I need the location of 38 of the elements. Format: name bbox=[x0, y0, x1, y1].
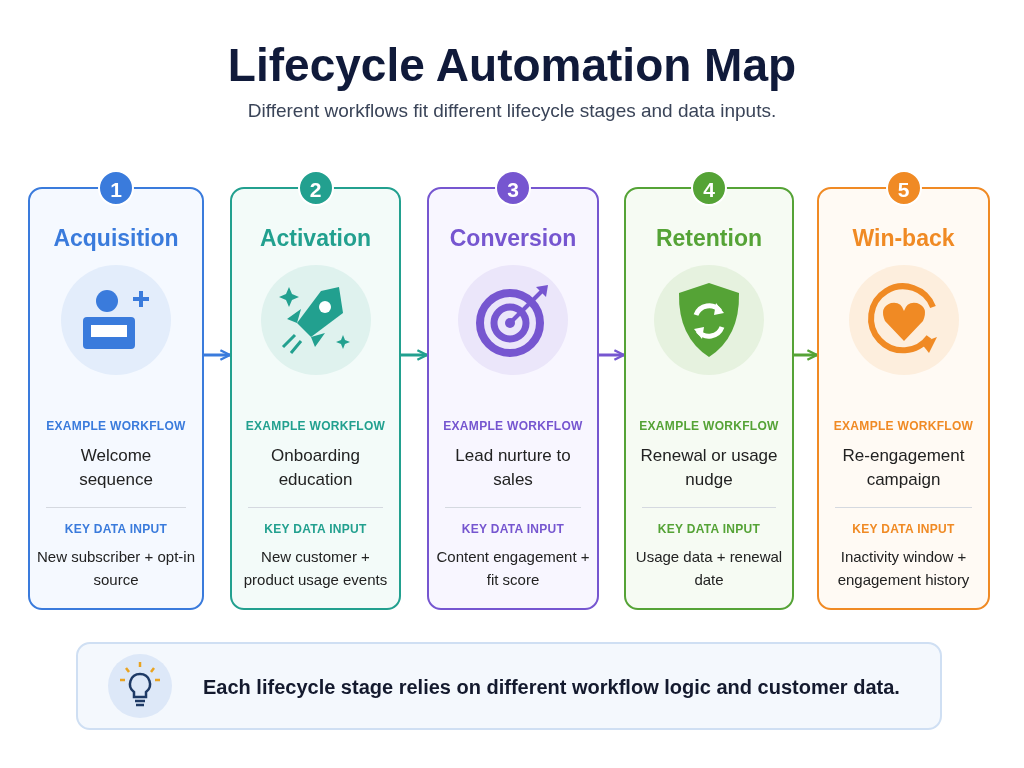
section-label: EXAMPLE WORKFLOW bbox=[442, 419, 584, 433]
section-label: KEY DATA INPUT bbox=[263, 522, 368, 536]
summary-banner bbox=[76, 642, 942, 730]
section-label: EXAMPLE WORKFLOW bbox=[638, 419, 780, 433]
data-text: Usage data + renewal date bbox=[634, 547, 784, 590]
stage-title: Acquisition bbox=[52, 225, 180, 252]
section-label: KEY DATA INPUT bbox=[63, 522, 169, 536]
step-number-badge: 4 bbox=[691, 170, 727, 206]
data-text: New customer + product usage events bbox=[242, 547, 389, 590]
subtitle: Different workflows fit different lifecycle stages and data inputs. bbox=[246, 100, 778, 122]
workflow-text: Re-engagement campaign bbox=[841, 445, 966, 491]
step-number-badge: 1 bbox=[98, 170, 134, 206]
workflow-text: Renewal or usage nudge bbox=[640, 445, 778, 491]
title: Lifecycle Automation Map bbox=[226, 38, 798, 92]
arrow bbox=[204, 349, 232, 361]
summary-text: Each lifecycle stage relies on different workflow logic and customer data. bbox=[203, 676, 901, 699]
section-label: KEY DATA INPUT bbox=[656, 522, 762, 536]
step-number-badge: 2 bbox=[297, 170, 334, 206]
data-text: Inactivity window + engagement history bbox=[836, 547, 971, 590]
stage-title: Activation bbox=[258, 225, 373, 252]
workflow-text: Welcome sequence bbox=[78, 445, 154, 491]
arrow bbox=[599, 349, 626, 361]
arrow bbox=[401, 349, 429, 361]
section-label: EXAMPLE WORKFLOW bbox=[244, 419, 387, 433]
section-label: KEY DATA INPUT bbox=[460, 522, 566, 536]
data-text: New subscriber + opt-in source bbox=[36, 547, 196, 590]
data-text: Content engagement + fit score bbox=[435, 547, 591, 590]
stage-title: Retention bbox=[654, 225, 764, 252]
step-number-badge: 5 bbox=[885, 170, 922, 206]
arrow bbox=[794, 349, 819, 361]
stage-title: Win-back bbox=[851, 225, 956, 252]
stage-title: Conversion bbox=[448, 225, 578, 252]
section-label: KEY DATA INPUT bbox=[851, 522, 956, 536]
step-number-badge: 3 bbox=[495, 170, 531, 206]
workflow-text: Onboarding education bbox=[270, 445, 361, 491]
section-label: EXAMPLE WORKFLOW bbox=[832, 419, 975, 433]
section-label: EXAMPLE WORKFLOW bbox=[45, 419, 187, 433]
workflow-text: Lead nurture to sales bbox=[454, 445, 572, 491]
